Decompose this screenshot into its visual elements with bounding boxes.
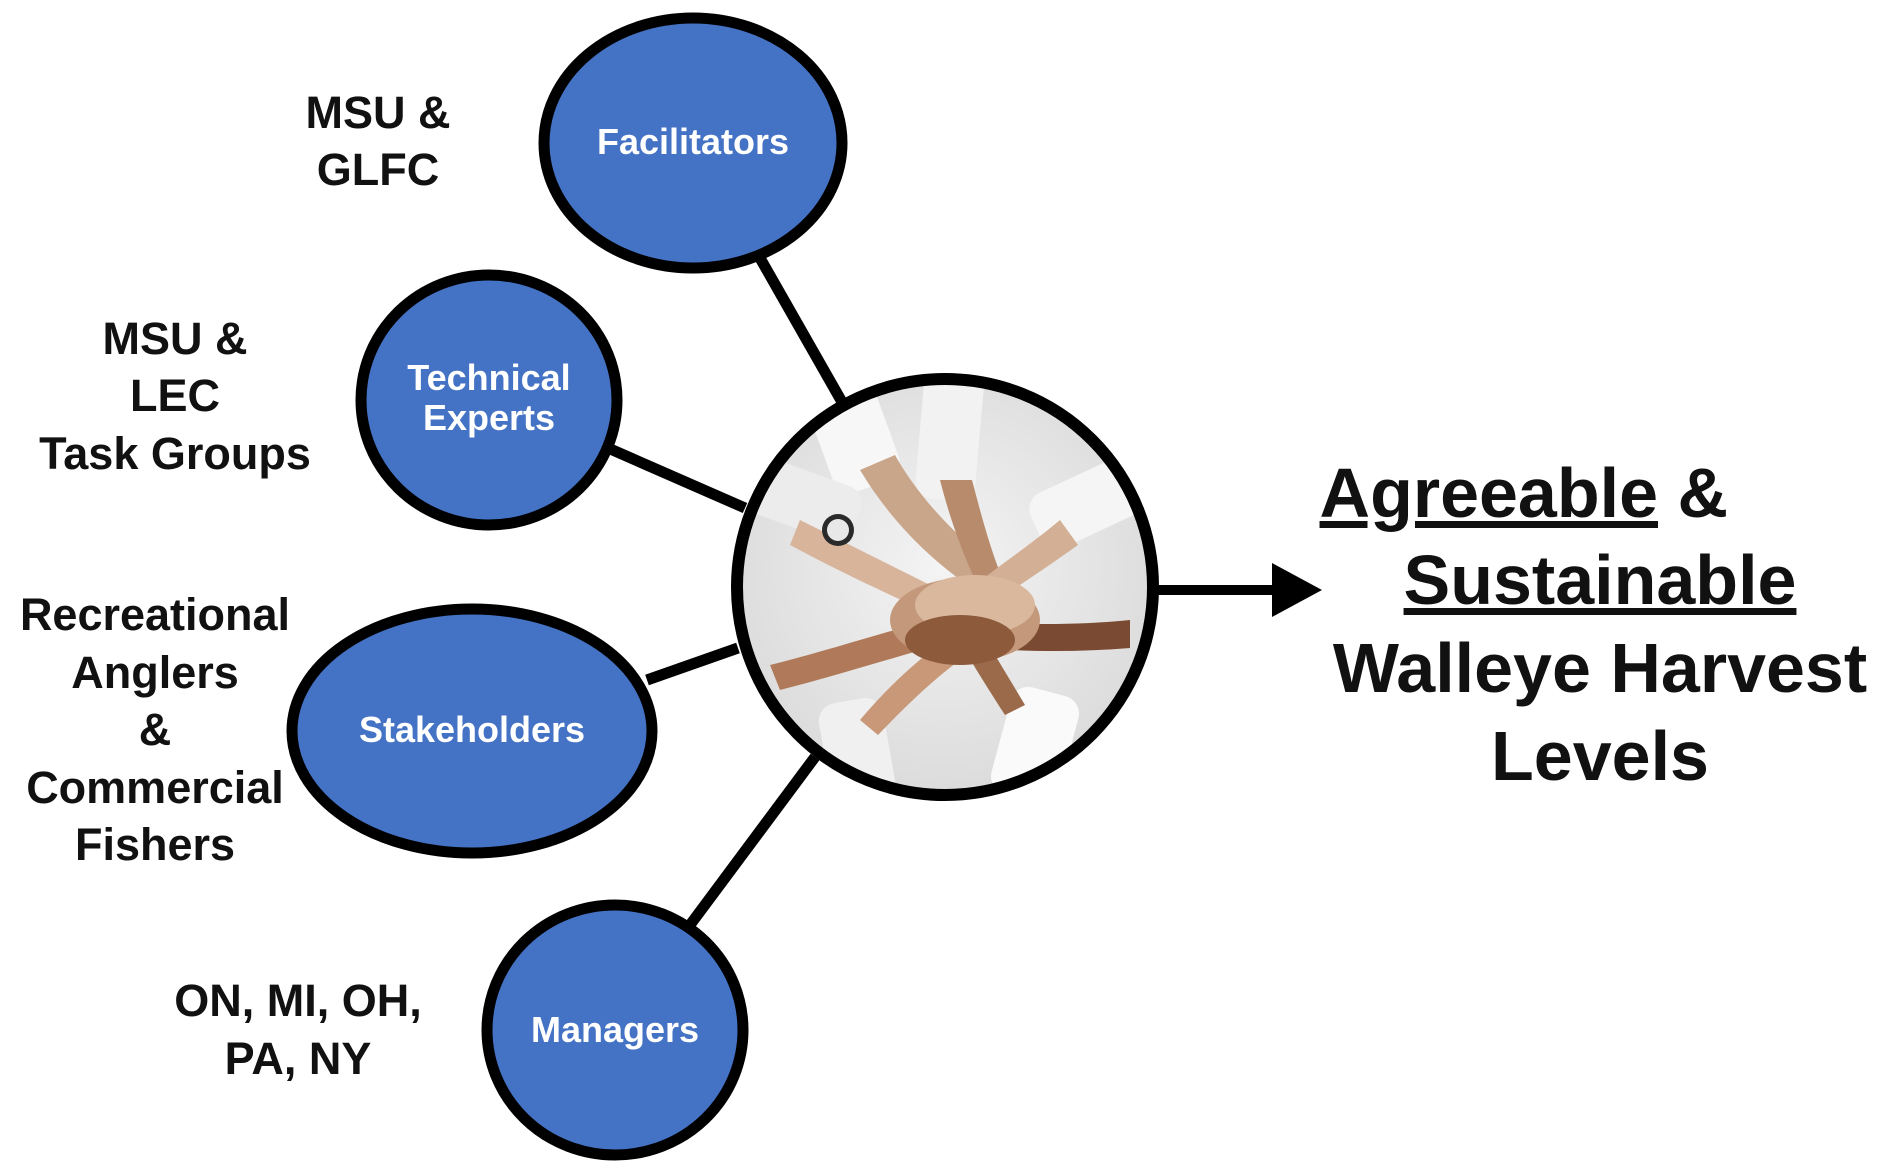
stakeholders-member-line: Anglers: [71, 647, 239, 698]
outcome-text: Agreeable & Sustainable Walleye Harvest …: [1320, 454, 1868, 795]
technical-experts-member-line: LEC: [130, 370, 220, 421]
managers-member-line: ON, MI, OH,: [174, 975, 422, 1026]
outcome-line4: Levels: [1491, 717, 1709, 795]
facilitators-member-line: MSU &: [306, 87, 451, 138]
node-technical-experts-label-line2: Experts: [423, 397, 555, 438]
facilitators-members: MSU & GLFC: [306, 87, 451, 195]
node-stakeholders-label: Stakeholders: [359, 709, 585, 750]
outcome-line3: Walleye Harvest: [1333, 629, 1867, 707]
outcome-arrow: [1158, 563, 1322, 617]
connector-technical-experts: [605, 442, 748, 514]
node-stakeholders: Stakeholders: [286, 603, 658, 859]
stakeholders-member-line: Fishers: [75, 819, 235, 870]
outcome-sustainable: Sustainable: [1404, 541, 1797, 619]
technical-experts-members: MSU & LEC Task Groups: [39, 313, 311, 479]
node-managers-label: Managers: [531, 1009, 699, 1050]
managers-members: ON, MI, OH, PA, NY: [174, 975, 422, 1084]
stakeholders-members: Recreational Anglers & Commercial Fisher…: [20, 589, 290, 870]
facilitators-member-line: GLFC: [317, 144, 439, 195]
stakeholders-member-line: Recreational: [20, 589, 290, 640]
node-technical-experts-label-line1: Technical: [407, 357, 570, 398]
managers-member-line: PA, NY: [225, 1033, 372, 1084]
center-hands-image: [731, 373, 1159, 801]
outcome-line1: Agreeable &: [1320, 454, 1728, 532]
technical-experts-member-line: Task Groups: [39, 428, 311, 479]
node-facilitators-label: Facilitators: [597, 121, 789, 162]
stakeholders-member-line: Commercial: [26, 762, 284, 813]
node-technical-experts: Technical Experts: [355, 269, 623, 531]
connectors: [605, 255, 847, 929]
technical-experts-member-line: MSU &: [103, 313, 248, 364]
node-managers: Managers: [481, 899, 749, 1161]
node-facilitators: Facilitators: [538, 12, 848, 274]
connector-stakeholders: [645, 642, 740, 686]
connector-facilitators: [755, 255, 847, 405]
stakeholders-member-line: &: [139, 704, 172, 755]
connector-managers: [685, 753, 820, 929]
outcome-agreeable: Agreeable: [1320, 454, 1658, 532]
outcome-ampersand: &: [1658, 454, 1728, 532]
